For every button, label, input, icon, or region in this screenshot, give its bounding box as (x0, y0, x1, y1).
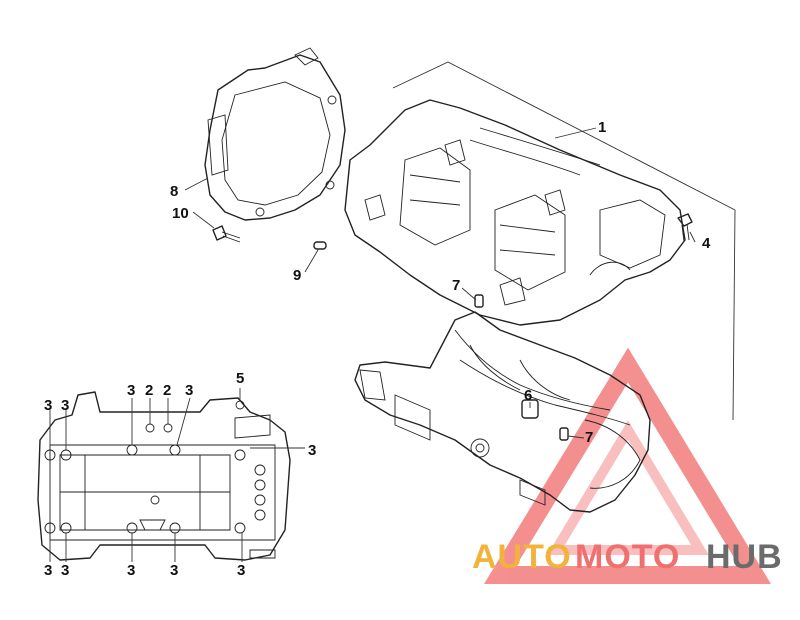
callout-3-top-left-1: 3 (44, 397, 52, 414)
callout-3-top-mid-1: 3 (127, 382, 135, 399)
callout-3-bottom-right: 3 (237, 562, 245, 579)
dowel-pin-part-7-upper (474, 294, 484, 308)
dowel-pin-part-9 (313, 241, 327, 250)
callout-3-right: 3 (308, 442, 316, 459)
callout-3-bottom-mid-1: 3 (127, 562, 135, 579)
bolt-part-4 (677, 213, 693, 243)
callout-4: 4 (702, 235, 711, 252)
callout-7-upper: 7 (452, 277, 460, 294)
callout-8: 8 (170, 183, 178, 200)
callout-9: 9 (293, 267, 301, 284)
callout-2-right: 2 (163, 382, 171, 399)
main-leader-lines (184, 177, 696, 439)
plug-part-6 (521, 399, 539, 419)
callout-3-top-left-2: 3 (61, 397, 69, 414)
callout-3-top-mid-2: 3 (185, 382, 193, 399)
callout-7-lower: 7 (585, 429, 593, 446)
callout-2-left: 2 (145, 382, 153, 399)
watermark-text: AUTO MOTO HUB (472, 538, 783, 576)
watermark-moto: MOTO (575, 538, 680, 576)
lower-crankcase (354, 311, 651, 513)
upper-crankcase (344, 99, 686, 326)
bolt-part-10 (212, 225, 241, 243)
watermark-logo (483, 347, 771, 584)
callout-3-bottom-left-2: 3 (61, 562, 69, 579)
assembly-bracket-line (392, 61, 736, 421)
callout-10: 10 (172, 205, 189, 222)
dowel-pin-part-7-lower (559, 427, 569, 441)
crankcase-bottom-view (37, 391, 291, 561)
callout-5: 5 (236, 370, 244, 387)
callout-3-bottom-mid-2: 3 (170, 562, 178, 579)
watermark-hub: HUB (706, 538, 783, 576)
watermark-auto: AUTO (472, 538, 572, 576)
callout-3-bottom-left-1: 3 (44, 562, 52, 579)
inset-leader-lines (49, 388, 305, 562)
callout-1: 1 (598, 119, 606, 136)
callout-6: 6 (524, 387, 532, 404)
cover-plate-part-8 (204, 47, 346, 221)
